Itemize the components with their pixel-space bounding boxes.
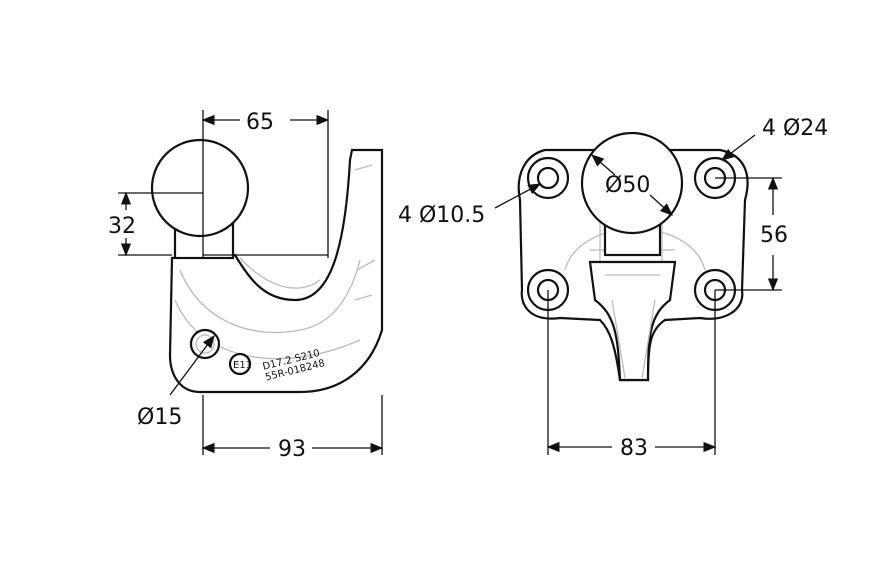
tow-ball bbox=[150, 138, 250, 238]
dim-holes-inner: 4 Ø10.5 bbox=[398, 203, 485, 228]
dim-ball: Ø50 bbox=[605, 173, 650, 198]
dim-32: 32 bbox=[108, 214, 136, 239]
dim-65: 65 bbox=[246, 110, 274, 135]
front-view: Ø50 4 Ø24 4 Ø10.5 56 83 bbox=[398, 116, 828, 461]
dim-holes-outer: 4 Ø24 bbox=[762, 116, 828, 141]
approval-mark: E11 bbox=[233, 360, 252, 371]
dim-pin: Ø15 bbox=[137, 405, 182, 430]
side-view: E11 D17.2 S210 55R-018248 65 32 Ø15 93 bbox=[108, 110, 384, 462]
hitch-stem bbox=[588, 260, 677, 382]
dim-93: 93 bbox=[278, 437, 306, 462]
tow-ball-front bbox=[580, 131, 684, 235]
dim-56: 56 bbox=[760, 223, 788, 248]
dim-83: 83 bbox=[620, 436, 648, 461]
approval-mark-circle bbox=[228, 352, 252, 376]
hook-body bbox=[168, 148, 384, 394]
pin-hole bbox=[189, 328, 221, 360]
